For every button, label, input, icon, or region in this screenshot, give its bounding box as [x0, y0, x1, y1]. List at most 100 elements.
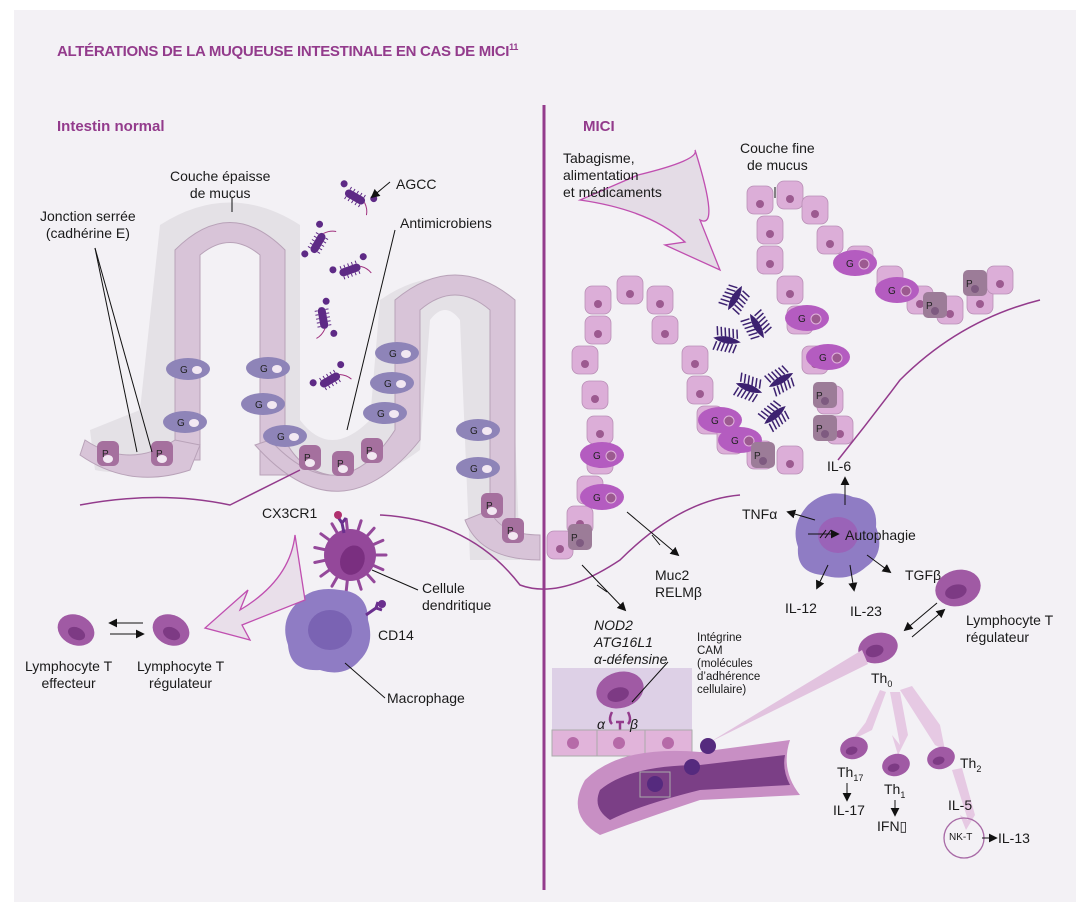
- pathogenic-bacterium: [764, 365, 795, 397]
- cell-mark: P: [156, 449, 163, 460]
- th2-cell: [927, 746, 955, 770]
- mici-lamina-propria-line: [837, 299, 1041, 461]
- cell-mark: G: [846, 259, 854, 270]
- epithelial-cell: [756, 215, 784, 245]
- cell-mark: P: [337, 459, 344, 470]
- leader-dendritic: [371, 569, 419, 591]
- epithelial-cell: [651, 315, 679, 345]
- paneth-cell: P: [502, 518, 524, 543]
- pathogenic-bacterium: [712, 326, 741, 354]
- cell-mark: G: [177, 418, 185, 429]
- arrow-to-nkt: [952, 768, 975, 830]
- zoom-box: [639, 771, 671, 798]
- label-il23: IL-23: [850, 603, 882, 619]
- mici-goblet-cell: G: [875, 277, 919, 303]
- arrow-to-th17: [852, 690, 886, 740]
- epithelial-cell: [816, 225, 844, 255]
- paneth-cell: P: [97, 441, 119, 466]
- cell-mark: G: [593, 493, 601, 504]
- title-reference: 11: [509, 42, 519, 52]
- inhibit-mark: [819, 529, 827, 539]
- paneth-cell: P: [299, 445, 321, 470]
- goblet-cell: G: [370, 372, 414, 394]
- th17-cell: [840, 736, 868, 760]
- cell-mark: G: [180, 365, 188, 376]
- arrow-tnfa: [786, 509, 816, 521]
- label-il12: IL-12: [785, 600, 817, 616]
- arrow-tgfb: [866, 554, 892, 574]
- mici-goblet-cell: G: [698, 407, 742, 433]
- paneth-cell: P: [332, 451, 354, 476]
- label-cd14: CD14: [378, 627, 414, 643]
- t-effector-cell: [57, 614, 95, 646]
- antigen-presentation-arrow: [203, 534, 306, 642]
- migrating-leukocyte: [700, 738, 716, 754]
- adhering-leukocyte: [647, 776, 663, 792]
- recruitment-beam: [710, 650, 868, 742]
- epithelial-cell: [586, 415, 614, 445]
- cell-mark: P: [571, 533, 578, 544]
- normal-heading: Intestin normal: [57, 118, 165, 135]
- pathogenic-bacterium: [732, 372, 763, 403]
- arrow-treg-th0: [903, 602, 938, 632]
- epithelial-cell: [756, 245, 784, 275]
- label-beta: β: [630, 716, 638, 732]
- label-cx3cr1: CX3CR1: [262, 505, 318, 521]
- epithelial-cell: [616, 275, 644, 305]
- bacterium: [314, 297, 338, 339]
- label-th2: Th2: [960, 755, 982, 774]
- cell-mark: P: [754, 451, 761, 462]
- cell-mark: G: [384, 379, 392, 390]
- epithelial-cell: [746, 185, 774, 215]
- mici-heading: MICI: [583, 118, 615, 135]
- cell-mark: P: [816, 424, 823, 435]
- mici-paneth-cell: P: [813, 415, 837, 441]
- label-th1: Th1: [884, 781, 906, 800]
- arrow-il12: [816, 564, 829, 590]
- arrow-nod2: [581, 564, 627, 612]
- label-il6: IL-6: [827, 458, 852, 474]
- mici-paneth-cell: P: [568, 524, 592, 550]
- commensal-bacteria: [301, 180, 378, 391]
- epithelial-cell: [801, 195, 829, 225]
- paneth-cell: P: [151, 441, 173, 466]
- pathogenic-bacterium: [740, 309, 772, 340]
- epithelial-cell: [686, 375, 714, 405]
- cell-mark: G: [470, 464, 478, 475]
- inhibit-nod2: [596, 584, 608, 593]
- mici-paneth-cell: P: [923, 292, 947, 318]
- goblet-cell: G: [456, 457, 500, 479]
- label-tnfa: TNFα: [742, 506, 778, 522]
- rolling-leukocyte: [684, 759, 700, 775]
- goblet-cell: G: [263, 425, 307, 447]
- mici-goblet-cell: G: [580, 442, 624, 468]
- mici-paneth-cell: P: [963, 270, 987, 296]
- dendritic-cell: [313, 511, 388, 593]
- cell-mark: G: [389, 349, 397, 360]
- label-nkt: NK-T: [949, 832, 973, 843]
- label-ifn: IFN▯: [877, 818, 908, 834]
- cell-mark: P: [816, 391, 823, 402]
- bacterium: [301, 220, 337, 258]
- pathogenic-bacteria: [712, 284, 795, 433]
- epithelial-cell: [584, 315, 612, 345]
- mici-goblet-cell: G: [785, 305, 829, 331]
- cell-mark: P: [366, 446, 373, 457]
- arrow-to-th1: [890, 692, 908, 755]
- leader-integrin: [631, 661, 669, 703]
- cell-mark: G: [711, 416, 719, 427]
- th0-cell: [858, 632, 898, 664]
- epithelial-cell: [646, 285, 674, 315]
- epithelial-cell: [681, 345, 709, 375]
- epithelial-cell: [584, 285, 612, 315]
- endothelium-row: [551, 729, 693, 757]
- label-macrophage: Macrophage: [387, 690, 465, 706]
- mici-paneth-cell: P: [751, 442, 775, 468]
- arrow-to-th2: [900, 686, 945, 750]
